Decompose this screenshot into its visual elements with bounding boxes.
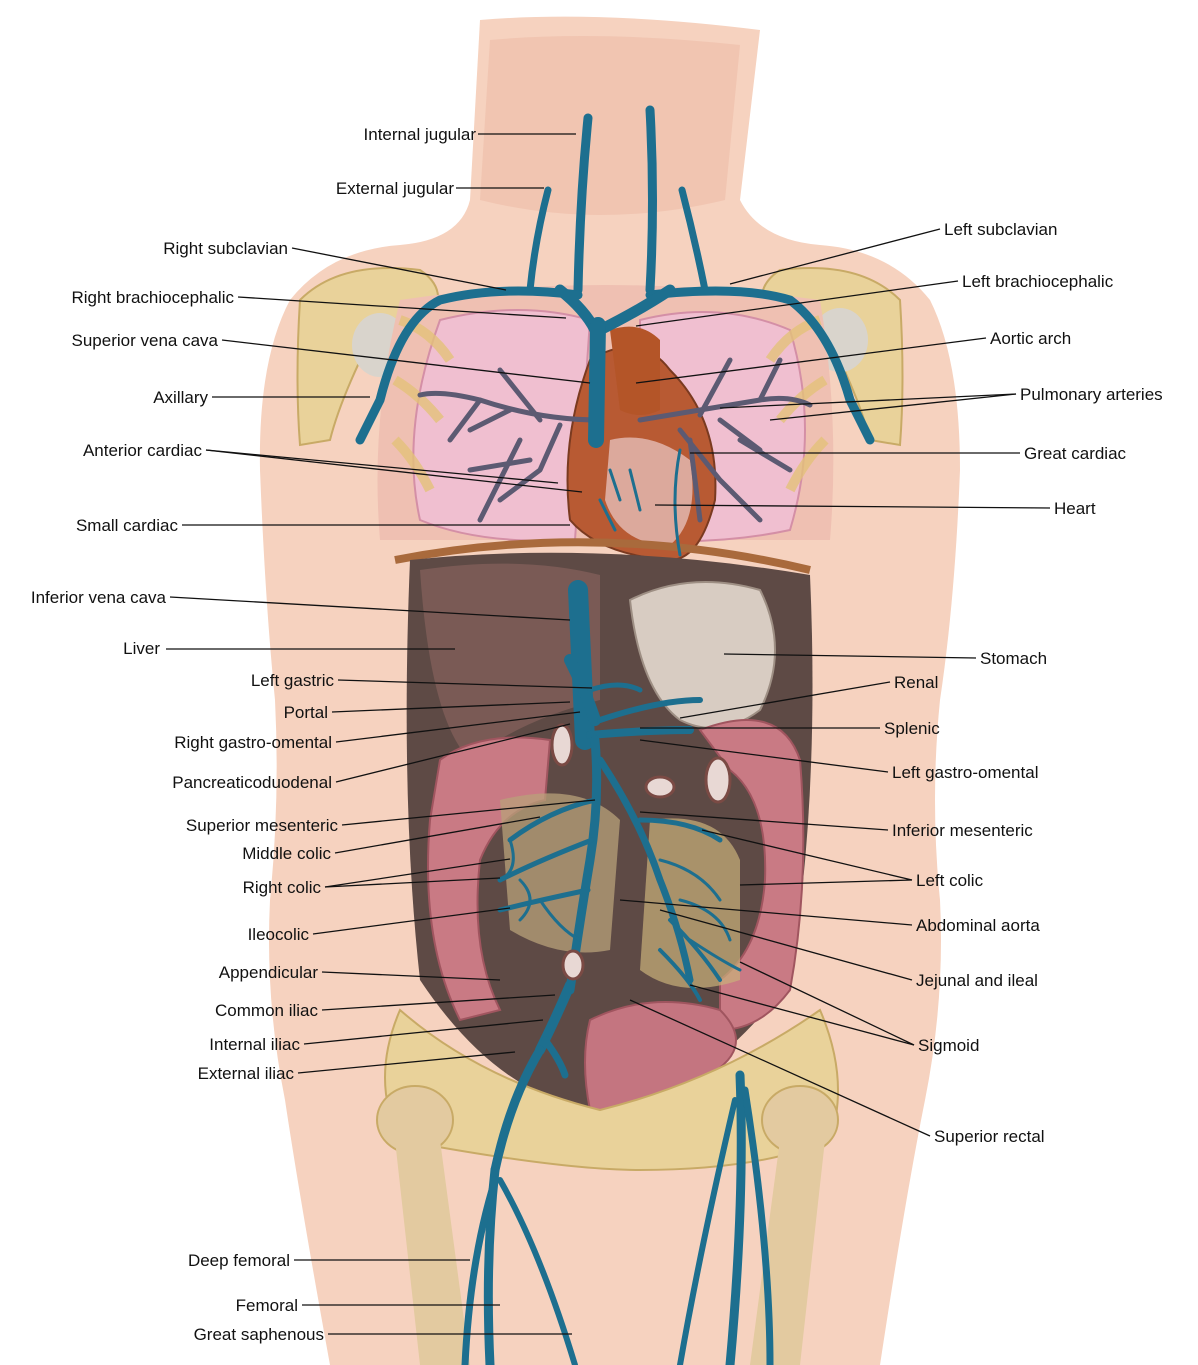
label-inferior-mesenteric: Inferior mesenteric [892, 821, 1033, 840]
label-superior-mesenteric: Superior mesenteric [186, 816, 339, 835]
label-appendicular: Appendicular [219, 963, 319, 982]
label-left-subclavian: Left subclavian [944, 220, 1057, 239]
label-right-brachiocephalic: Right brachiocephalic [71, 288, 234, 307]
label-left-gastric: Left gastric [251, 671, 335, 690]
label-external-iliac: External iliac [198, 1064, 295, 1083]
label-inferior-vena-cava: Inferior vena cava [31, 588, 167, 607]
label-jejunal-and-ileal: Jejunal and ileal [916, 971, 1038, 990]
label-pancreaticoduodenal: Pancreaticoduodenal [172, 773, 332, 792]
body-illustration [260, 17, 960, 1365]
label-external-jugular: External jugular [336, 179, 454, 198]
label-great-cardiac: Great cardiac [1024, 444, 1127, 463]
label-heart: Heart [1054, 499, 1096, 518]
label-pulmonary-arteries: Pulmonary arteries [1020, 385, 1163, 404]
label-splenic: Splenic [884, 719, 940, 738]
label-left-colic: Left colic [916, 871, 984, 890]
label-internal-jugular: Internal jugular [364, 125, 477, 144]
label-ileocolic: Ileocolic [248, 925, 310, 944]
label-great-saphenous: Great saphenous [194, 1325, 324, 1344]
label-axillary: Axillary [153, 388, 208, 407]
label-abdominal-aorta: Abdominal aorta [916, 916, 1040, 935]
left-internal-jugular-vein [650, 110, 653, 290]
label-superior-rectal: Superior rectal [934, 1127, 1045, 1146]
label-stomach: Stomach [980, 649, 1047, 668]
label-middle-colic: Middle colic [242, 844, 331, 863]
label-portal: Portal [284, 703, 328, 722]
label-sigmoid: Sigmoid [918, 1036, 979, 1055]
label-deep-femoral: Deep femoral [188, 1251, 290, 1270]
label-femoral: Femoral [236, 1296, 298, 1315]
label-left-gastro-omental: Left gastro-omental [892, 763, 1038, 782]
label-superior-vena-cava: Superior vena cava [72, 331, 219, 350]
label-liver: Liver [123, 639, 160, 658]
superior-vena-cava-vessel [596, 325, 598, 440]
label-left-brachiocephalic: Left brachiocephalic [962, 272, 1114, 291]
label-right-colic: Right colic [243, 878, 322, 897]
label-renal: Renal [894, 673, 938, 692]
label-right-subclavian: Right subclavian [163, 239, 288, 258]
label-right-gastro-omental: Right gastro-omental [174, 733, 332, 752]
label-aortic-arch: Aortic arch [990, 329, 1071, 348]
label-anterior-cardiac: Anterior cardiac [83, 441, 203, 460]
label-internal-iliac: Internal iliac [209, 1035, 300, 1054]
label-small-cardiac: Small cardiac [76, 516, 179, 535]
label-common-iliac: Common iliac [215, 1001, 318, 1020]
